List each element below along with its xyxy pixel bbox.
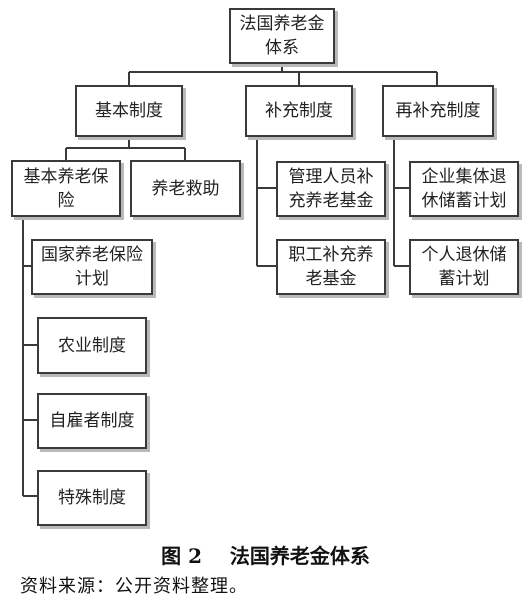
source-note: 资料来源：公开资料整理。 <box>20 576 248 597</box>
node-basic-pension-insurance: 基本养老保 险 <box>11 160 121 217</box>
node-national-pension-plan: 国家养老保险 计划 <box>31 239 153 295</box>
node-special-system: 特殊制度 <box>37 470 147 526</box>
node-supplementary-system: 补充制度 <box>245 85 353 137</box>
node-individual-retirement-savings: 个人退休储 蓄计划 <box>409 239 519 295</box>
node-workers-supplementary-fund: 职工补充养 老基金 <box>276 239 386 295</box>
node-managers-supplementary-fund: 管理人员补 充养老基金 <box>276 161 386 217</box>
connector-lines <box>22 64 438 497</box>
node-agricultural-system: 农业制度 <box>37 317 147 374</box>
node-resupplementary-system: 再补充制度 <box>382 85 494 137</box>
node-pension-assistance: 养老救助 <box>130 160 241 217</box>
root-node: 法国养老金 体系 <box>229 8 335 64</box>
node-basic-system: 基本制度 <box>75 85 183 137</box>
node-collective-retirement-savings: 企业集体退 休储蓄计划 <box>409 161 519 217</box>
node-self-employed-system: 自雇者制度 <box>37 393 147 449</box>
figure-caption: 图 2 法国养老金体系 <box>161 544 370 568</box>
